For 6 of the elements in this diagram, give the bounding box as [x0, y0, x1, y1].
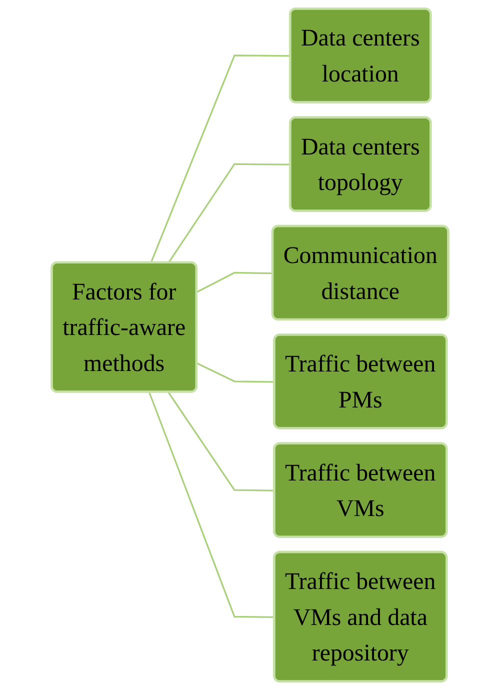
connector: [168, 392, 275, 492]
connector: [196, 362, 275, 383]
connector: [196, 272, 274, 293]
connector: [150, 54, 291, 264]
connector: [148, 392, 275, 618]
connector: [168, 163, 291, 264]
